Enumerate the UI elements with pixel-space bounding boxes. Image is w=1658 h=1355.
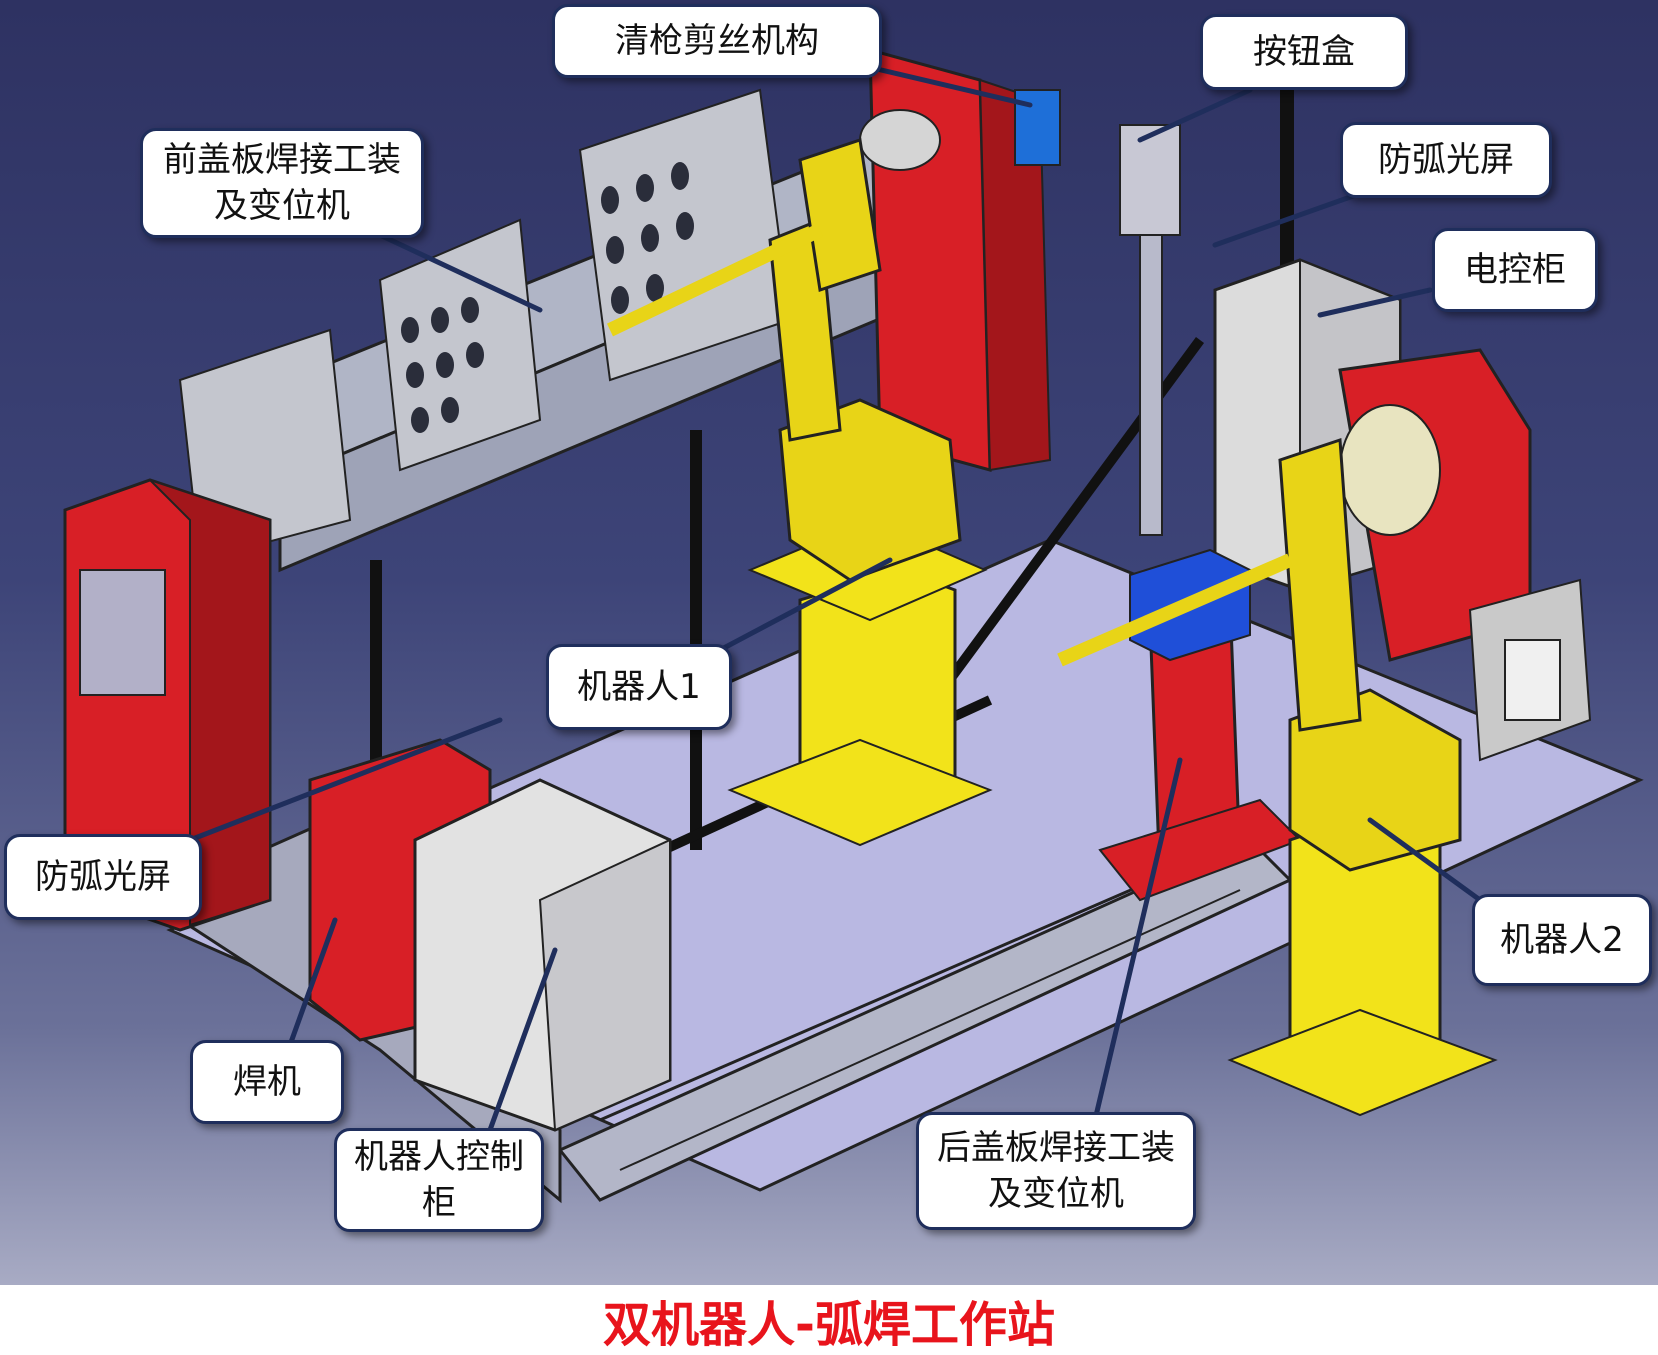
- leader-welder: [287, 917, 338, 1048]
- robot2-base-plate: [1227, 1008, 1498, 1117]
- callout-arc-screen-left: 防弧光屏: [4, 834, 202, 920]
- equipment-drawing: [63, 48, 1644, 1204]
- leader-robot-controller: [487, 947, 558, 1133]
- callout-robot2: 机器人2: [1472, 894, 1652, 986]
- leader-arc-screen-top: [1212, 187, 1373, 248]
- callout-robot-controller: 机器人控制柜: [334, 1128, 544, 1232]
- robot1-base-plate: [727, 738, 993, 847]
- leader-robot2: [1367, 817, 1483, 903]
- workstation-illustration: 清枪剪丝机构 按钮盒 前盖板焊接工装及变位机 防弧光屏 电控柜 机器人1 防弧光…: [0, 0, 1658, 1285]
- callout-gun-cleaning-mechanism: 清枪剪丝机构: [552, 4, 882, 78]
- leader-rear-fixture: [1092, 757, 1183, 1123]
- callout-arc-screen-top: 防弧光屏: [1340, 122, 1552, 198]
- gun-cleaner-box: [1014, 89, 1061, 166]
- callout-button-box: 按钮盒: [1200, 14, 1408, 90]
- leader-arc-screen-left: [187, 717, 503, 843]
- leader-front-fixture: [377, 232, 543, 313]
- leader-button-box: [1137, 87, 1253, 143]
- leader-control-cabinet: [1317, 287, 1433, 318]
- leader-gun-cleaning: [857, 62, 1033, 108]
- callout-robot1: 机器人1: [546, 644, 732, 730]
- callout-welder: 焊机: [190, 1040, 344, 1124]
- robot1-arm: [778, 398, 962, 582]
- callout-rear-fixture-positioner: 后盖板焊接工装及变位机: [916, 1112, 1196, 1230]
- robot2-arm: [1288, 688, 1462, 872]
- callout-control-cabinet: 电控柜: [1432, 228, 1598, 312]
- callout-front-fixture-positioner: 前盖板焊接工装及变位机: [140, 128, 424, 238]
- figure-caption: 双机器人-弧焊工作站: [603, 1297, 1055, 1353]
- leader-robot1: [717, 557, 893, 653]
